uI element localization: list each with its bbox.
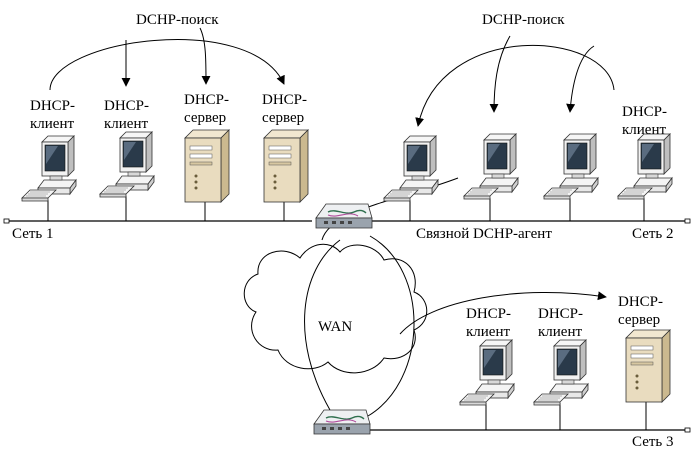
net2-client-label: DHCP-клиент — [622, 104, 667, 138]
net3-client-b-label: DHCP-клиент — [538, 306, 583, 340]
net3-server-label: DHCP-сервер — [618, 294, 663, 328]
net1-server-b-label: DHCP-сервер — [262, 92, 307, 126]
net2-client-d-icon — [617, 133, 673, 200]
network-3-label: Сеть 3 — [632, 434, 674, 450]
net1-server-a-icon — [184, 129, 230, 203]
wan-label: WAN — [318, 319, 352, 335]
wan-cloud — [243, 243, 428, 374]
network-1-line — [3, 218, 312, 224]
discovery-arrows-net2 — [415, 35, 615, 127]
net1-server-a-label: DHCP-сервер — [184, 92, 229, 126]
net2-client-a-icon — [383, 135, 439, 202]
net1-client-b-label: DHCP-клиент — [104, 98, 149, 132]
net1-client-a-icon — [21, 135, 77, 202]
net1-client-a-label: DHCP-клиент — [30, 98, 75, 132]
net3-client-a-icon — [459, 339, 515, 406]
net2-client-b-icon — [463, 133, 519, 200]
discovery-arrows-net1 — [49, 27, 285, 91]
network-3-line — [366, 427, 691, 433]
net3-client-b-icon — [533, 339, 589, 406]
network-1-label: Сеть 1 — [12, 226, 54, 242]
relay-router-icon — [315, 203, 373, 229]
net1-server-b-icon — [263, 129, 309, 203]
net2-client-c-icon — [543, 133, 599, 200]
network-2-line — [368, 218, 691, 224]
discovery-label-2: DCHP-поиск — [482, 12, 565, 28]
discovery-label-1: DCHP-поиск — [136, 12, 219, 28]
relay-agent-label: Связной DCHP-агент — [416, 226, 552, 242]
router-icon — [313, 409, 371, 435]
net3-server-icon — [625, 329, 671, 403]
network-2-label: Сеть 2 — [632, 226, 674, 242]
net1-client-b-icon — [99, 131, 155, 198]
net3-client-a-label: DHCP-клиент — [466, 306, 511, 340]
discovery-arrow-net3 — [399, 291, 607, 335]
